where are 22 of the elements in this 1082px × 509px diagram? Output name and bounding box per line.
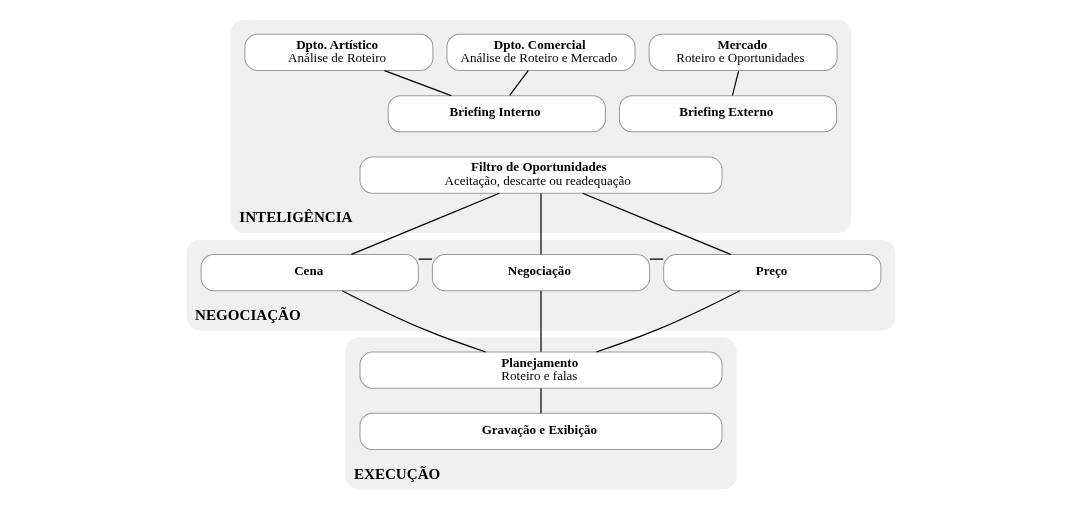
node-box: Negociação (431, 254, 651, 292)
node-box: Dpto. Comercial Análise de Roteiro e Mercado (446, 33, 636, 71)
node-box: Briefing Externo (618, 95, 838, 133)
connector (540, 290, 542, 353)
connector (595, 290, 741, 353)
connector (418, 258, 433, 260)
node-box: Gravação e Exibição (359, 412, 723, 451)
node-box: Filtro de Oportunidades Aceitação, descarte ou readequação (359, 156, 723, 194)
node-box: Preço (663, 254, 882, 292)
connector (383, 69, 452, 97)
connector (649, 258, 664, 260)
connector (350, 192, 500, 255)
node-box: Cena (200, 254, 419, 292)
connector (540, 387, 542, 414)
connector (731, 69, 740, 96)
node-box: Planejamento Roteiro e falas (359, 351, 723, 389)
node-box: Dpto. Artístico Análise de Roteiro (244, 33, 434, 71)
connector (509, 69, 529, 96)
node-box: Briefing Interno (387, 95, 606, 133)
connector (341, 290, 487, 353)
node-box: Mercado Roteiro e Oportunidades (648, 33, 838, 71)
connector (582, 192, 732, 255)
